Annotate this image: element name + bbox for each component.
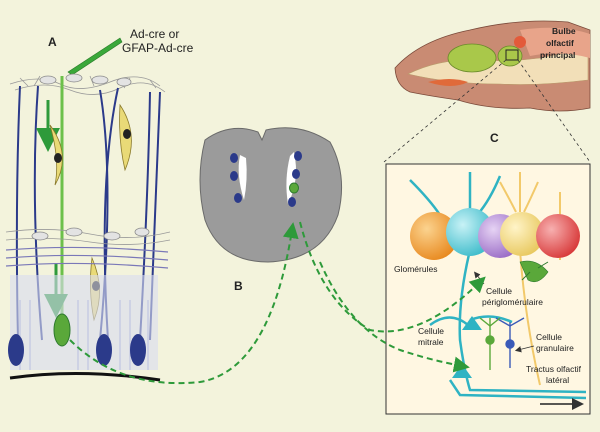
bulb-zoom-frame: [385, 163, 591, 415]
cells-left: [230, 153, 242, 203]
mitral-label-line2: mitrale: [418, 337, 444, 347]
mitral-label-line1: Cellule: [418, 326, 444, 336]
panel-c-bulb: Glomérules Cellule périglomérulaire Cell…: [385, 163, 591, 415]
syringe-needle-icon: [67, 37, 123, 76]
bipolar-cell-2: [119, 103, 132, 172]
lot-label-line1: Tractus olfactif: [526, 364, 582, 374]
periglomerular-label-line2: périglomérulaire: [482, 297, 543, 307]
mitral-cell-body-1: [462, 316, 482, 330]
bulb-red-spot: [514, 36, 526, 48]
granule-cell-blue: [495, 317, 525, 368]
granule-label-line2: granulaire: [536, 343, 574, 353]
glomerulus-orange: [410, 212, 458, 260]
bulb-label-line1: Bulbe: [552, 26, 576, 36]
path-b-to-granule: [319, 261, 470, 373]
granule-pointer: [514, 345, 535, 353]
granule-label-line1: Cellule: [536, 332, 562, 342]
glomeruli-label: Glomérules: [394, 264, 437, 274]
ventricle-right: [286, 152, 296, 204]
lot-label-line2: latéral: [546, 375, 569, 385]
bulb-label-line3: principal: [540, 50, 575, 60]
bulb-label-line2: olfactif: [546, 38, 574, 48]
zoom-line-left: [383, 59, 507, 163]
ependymal-cell-3: [130, 334, 146, 366]
horizontal-fiber-band: [5, 246, 169, 269]
labeled-cell-b: [289, 182, 299, 194]
nasal-turbinate: [428, 79, 468, 86]
injection-label-line1: Ad-cre or: [130, 27, 179, 41]
olfactory-bulb-accessory: [497, 45, 523, 67]
middle-astrocytes: [31, 227, 150, 241]
ependymal-cell-2: [96, 334, 112, 366]
path-b-to-periglomerular: [299, 221, 486, 333]
top-astrocyte-layer: [9, 75, 166, 95]
brain-coronal-section: [199, 127, 343, 263]
ependymal-processes: [19, 300, 149, 370]
granule-cell-green: [479, 317, 501, 370]
zoom-line-right: [517, 59, 591, 163]
bipolar-cell-1: [49, 124, 63, 186]
periglomerular-label-line1: Cellule: [486, 286, 512, 296]
glomerulus-yellow: [500, 212, 544, 256]
panel-c-head: Bulbe olfactif principal C: [383, 20, 591, 163]
migration-paths: [69, 221, 486, 385]
path-a-to-b: [69, 222, 299, 385]
panel-b-letter: B: [234, 279, 243, 293]
panel-a: A Ad-cre or GFAP-Ad-cre: [5, 27, 194, 382]
brain-tissue: [520, 27, 590, 58]
zoom-box: [505, 49, 519, 61]
top-astrocytes: [39, 73, 132, 87]
ependymal-cell-1: [8, 334, 24, 366]
ventricle-left: [238, 155, 247, 200]
ventricle-wall: [9, 371, 161, 382]
olfactory-bulb-head: [447, 43, 497, 73]
labeled-neuroblast: [53, 313, 71, 347]
glomerulus-red: [536, 214, 580, 258]
injection-label-line2: GFAP-Ad-cre: [122, 41, 194, 55]
panel-b: B: [199, 127, 343, 293]
periglomerular-cell: [519, 260, 549, 283]
panel-c-letter: C: [490, 131, 499, 145]
panel-a-letter: A: [48, 35, 57, 49]
cells-right: [288, 151, 302, 207]
middle-astrocyte-band: [5, 229, 171, 245]
